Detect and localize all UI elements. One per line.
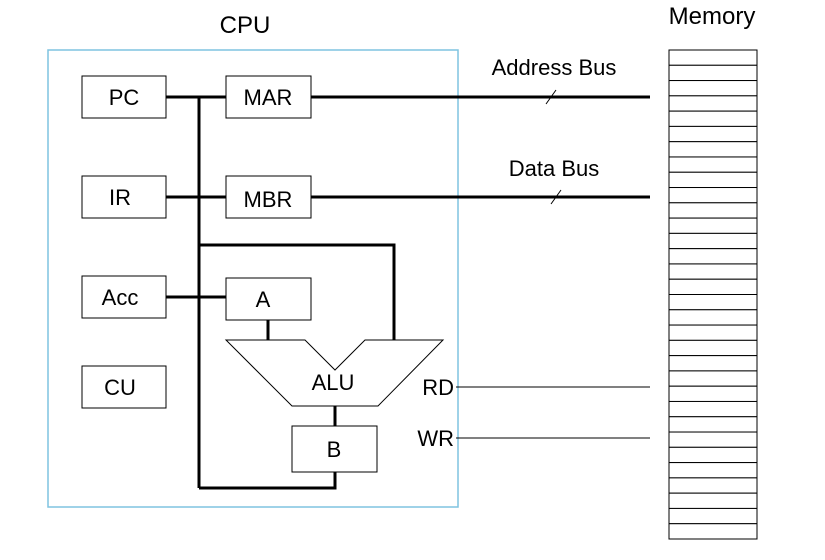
- alu-label: ALU: [312, 370, 355, 395]
- memory-cell: [668, 523, 758, 540]
- control-unit-label: CU: [104, 375, 136, 400]
- memory-cell: [668, 156, 758, 173]
- ir-register: [81, 175, 167, 219]
- bus-to-alu-input-wire: [199, 243, 396, 340]
- memory-cell: [668, 202, 758, 219]
- memory-cell: [668, 80, 758, 97]
- rd-signal-label: RD: [422, 375, 454, 400]
- memory-cell: [668, 492, 758, 509]
- memory-cell: [668, 125, 758, 143]
- a-register: [225, 277, 312, 321]
- memory-cell: [668, 477, 758, 494]
- data-bus-label: Data Bus: [509, 156, 600, 181]
- acc-register: [81, 275, 167, 319]
- memory-cell: [668, 385, 758, 402]
- memory-cell: [668, 400, 758, 418]
- memory-cell: [668, 339, 758, 357]
- memory-cell: [668, 248, 758, 265]
- memory-cell: [668, 110, 758, 127]
- memory-cell: [668, 263, 758, 280]
- acc-register-label: Acc: [102, 285, 139, 310]
- mbr-register: [225, 175, 312, 219]
- mbr-register-label: MBR: [244, 187, 293, 212]
- ir-register-label: IR: [109, 185, 131, 210]
- memory-cell: [668, 49, 758, 66]
- address-bus-width-mark: [545, 89, 557, 105]
- address-bus-label: Address Bus: [492, 55, 617, 80]
- memory-label: Memory: [669, 3, 756, 30]
- memory-cell: [668, 294, 758, 311]
- memory-cell: [668, 187, 758, 204]
- mar-register-label: MAR: [244, 85, 293, 110]
- memory-cell: [668, 324, 758, 341]
- alu-unit: [224, 339, 445, 407]
- memory-cell: [668, 355, 758, 372]
- memory-cell: [668, 431, 758, 448]
- memory-cell: [668, 64, 758, 82]
- data-bus-width-mark: [550, 189, 562, 205]
- memory-cell: [668, 141, 758, 158]
- a-register-label: A: [256, 287, 271, 312]
- memory-cell: [668, 446, 758, 464]
- b-to-bus-wire: [199, 472, 337, 490]
- memory-cell: [668, 171, 758, 189]
- memory-cell: [668, 416, 758, 433]
- memory-cell: [668, 370, 758, 387]
- b-register: [291, 425, 378, 473]
- b-register-label: B: [327, 437, 342, 462]
- memory-cell: [668, 462, 758, 479]
- pc-register: [81, 75, 167, 119]
- memory-cell: [668, 232, 758, 250]
- memory-cell: [668, 278, 758, 296]
- pc-register-label: PC: [109, 85, 140, 110]
- cpu-boundary: [47, 49, 459, 508]
- mar-register: [225, 75, 312, 119]
- memory-cell: [668, 507, 758, 525]
- memory-cell: [668, 95, 758, 112]
- cpu-label: CPU: [220, 12, 271, 39]
- control-unit: [81, 365, 167, 409]
- memory-array: [668, 49, 758, 540]
- wr-signal-label: WR: [417, 426, 454, 451]
- memory-cell: [668, 217, 758, 234]
- memory-cell: [668, 309, 758, 326]
